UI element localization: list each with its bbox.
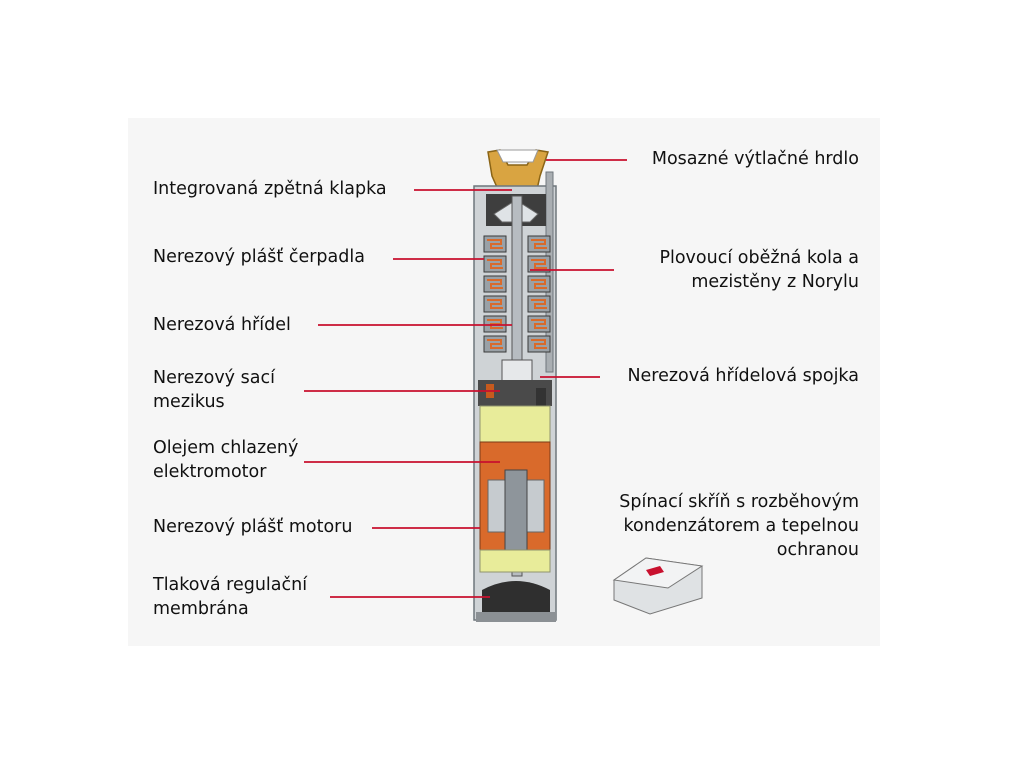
label-text: Mosazné výtlačné hrdlo [651, 149, 859, 169]
label-text: ochranou [776, 540, 859, 560]
label-check-valve: Integrovaná zpětná klapka [153, 177, 387, 201]
label-shaft: Nerezová hřídel [153, 313, 291, 337]
impeller-vane [531, 239, 547, 249]
control-box-part [612, 557, 704, 615]
label-text: mezistěny z Norylu [691, 272, 859, 292]
impeller-vane [531, 279, 547, 289]
label-brass-discharge: Mosazné výtlačné hrdlo [652, 147, 859, 171]
label-shaft-coupling: Nerezová hřídelová spojka [627, 364, 859, 388]
label-text: Olejem chlazený [153, 438, 299, 458]
label-text: Tlaková regulační [153, 575, 308, 595]
label-text: Nerezová hřídelová spojka [627, 366, 859, 386]
impeller-vane [487, 339, 503, 349]
label-text: Spínací skříň s rozběhovým [619, 492, 859, 512]
label-oil-cooled-motor: Olejem chlazený elektromotor [153, 436, 298, 484]
label-motor-casing: Nerezový plášť motoru [153, 515, 352, 539]
impeller-vane [531, 299, 547, 309]
impeller-vane [487, 279, 503, 289]
label-text: Integrovaná zpětná klapka [153, 179, 387, 199]
impeller-vane [531, 319, 547, 329]
diaphragm-part [476, 581, 556, 622]
label-text: Nerezová hřídel [153, 315, 291, 335]
label-text: Nerezový plášť čerpadla [153, 247, 365, 267]
label-suction-interconnector: Nerezový sací mezikus [153, 366, 275, 414]
label-text: kondenzátorem a tepelnou [623, 516, 859, 536]
label-text: membrána [153, 599, 249, 619]
label-text: Plovoucí oběžná kola a [659, 248, 859, 268]
impeller-vane [487, 319, 503, 329]
impeller-vane [487, 239, 503, 249]
impeller-vane [487, 259, 503, 269]
label-control-box: Spínací skříň s rozběhovým kondenzátorem… [619, 490, 859, 562]
label-pump-casing: Nerezový plášť čerpadla [153, 245, 365, 269]
label-text: elektromotor [153, 462, 267, 482]
label-text: Nerezový plášť motoru [153, 517, 353, 537]
label-text: mezikus [153, 392, 225, 412]
label-pressure-diaphragm: Tlaková regulační membrána [153, 573, 307, 621]
label-impellers-diffusers: Plovoucí oběžná kola a mezistěny z Noryl… [659, 246, 859, 294]
impeller-vane [531, 259, 547, 269]
impeller-vane [531, 339, 547, 349]
label-text: Nerezový sací [153, 368, 275, 388]
leader-lines [304, 159, 627, 598]
impeller-vane [487, 299, 503, 309]
impeller-stack [483, 235, 551, 353]
motor-part [479, 405, 551, 573]
